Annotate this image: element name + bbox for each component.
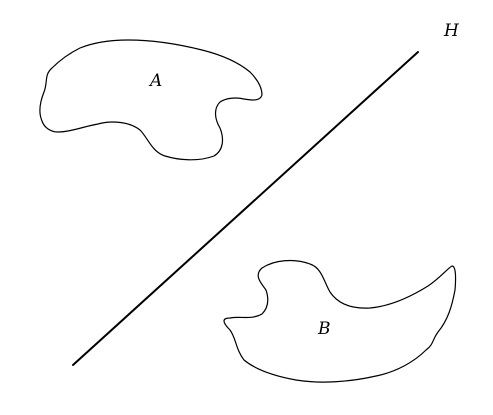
shape-b-outline bbox=[223, 259, 457, 383]
shape-a-label: A bbox=[148, 71, 162, 91]
reflection-line-h bbox=[72, 51, 419, 366]
line-h-label: H bbox=[443, 21, 460, 41]
shape-b-label: B bbox=[317, 319, 331, 339]
shape-a-outline bbox=[39, 39, 263, 161]
